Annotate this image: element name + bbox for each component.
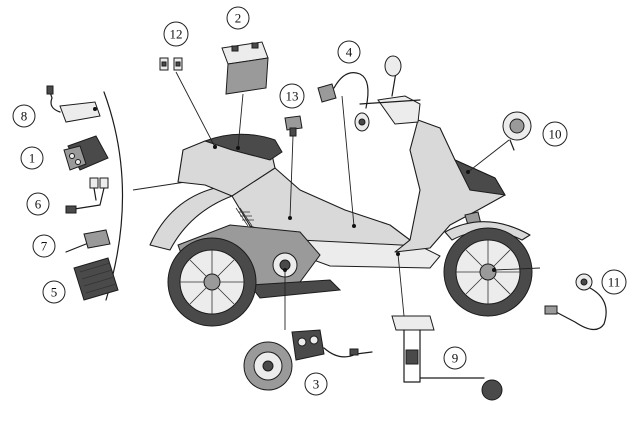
callout-13: 13: [279, 83, 305, 109]
callout-11-label: 11: [608, 275, 621, 290]
component-2-battery: [221, 41, 269, 95]
callout-8-label: 8: [21, 109, 28, 124]
exhaust: [249, 279, 342, 299]
callout-4-label: 4: [346, 45, 353, 60]
callout-8: 8: [12, 104, 36, 128]
callout-11: 11: [601, 269, 627, 295]
callout-5: 5: [42, 280, 66, 304]
callout-1-label: 1: [29, 151, 36, 166]
scooter: [149, 55, 533, 327]
callout-12: 12: [163, 21, 189, 47]
callout-12-label: 12: [170, 27, 183, 42]
front-wheel: [443, 227, 533, 317]
component-3-flywheel-stator: [243, 329, 373, 391]
component-5-voltage-regulator: [73, 257, 119, 301]
callout-4: 4: [337, 40, 361, 64]
component-13-sensor: [284, 115, 303, 137]
seat: [203, 133, 283, 161]
callout-3-label: 3: [313, 377, 320, 392]
component-4-sensor-cable: [317, 72, 370, 132]
component-10-horn: [502, 111, 532, 151]
callout-9-label: 9: [452, 351, 459, 366]
callout-7-label: 7: [41, 239, 48, 254]
callout-2: 2: [226, 6, 250, 30]
component-11-sensor-cable: [544, 273, 607, 331]
mirror: [384, 55, 402, 77]
callout-3: 3: [304, 372, 328, 396]
callout-10: 10: [542, 121, 568, 147]
rear-wheel: [167, 237, 257, 327]
callout-1: 1: [20, 146, 44, 170]
callout-10-label: 10: [549, 127, 562, 142]
handlebar: [359, 99, 421, 105]
front-cowl-stripe: [453, 158, 506, 196]
headset: [377, 95, 421, 125]
component-8-relay: [46, 85, 101, 123]
callout-6: 6: [26, 192, 50, 216]
rear-shock: [235, 207, 254, 227]
callout-6-label: 6: [35, 197, 42, 212]
callout-5-label: 5: [51, 285, 58, 300]
component-7-flasher-relay: [65, 229, 111, 253]
callout-9: 9: [443, 346, 467, 370]
callout-2-label: 2: [235, 11, 242, 26]
component-9-fuel-level-sender: [391, 315, 503, 401]
callout-7: 7: [32, 234, 56, 258]
component-12-fuses: [159, 57, 183, 71]
component-1-cdi-unit: [63, 135, 109, 171]
component-6-connector: [65, 177, 109, 214]
callout-13-label: 13: [286, 89, 299, 104]
